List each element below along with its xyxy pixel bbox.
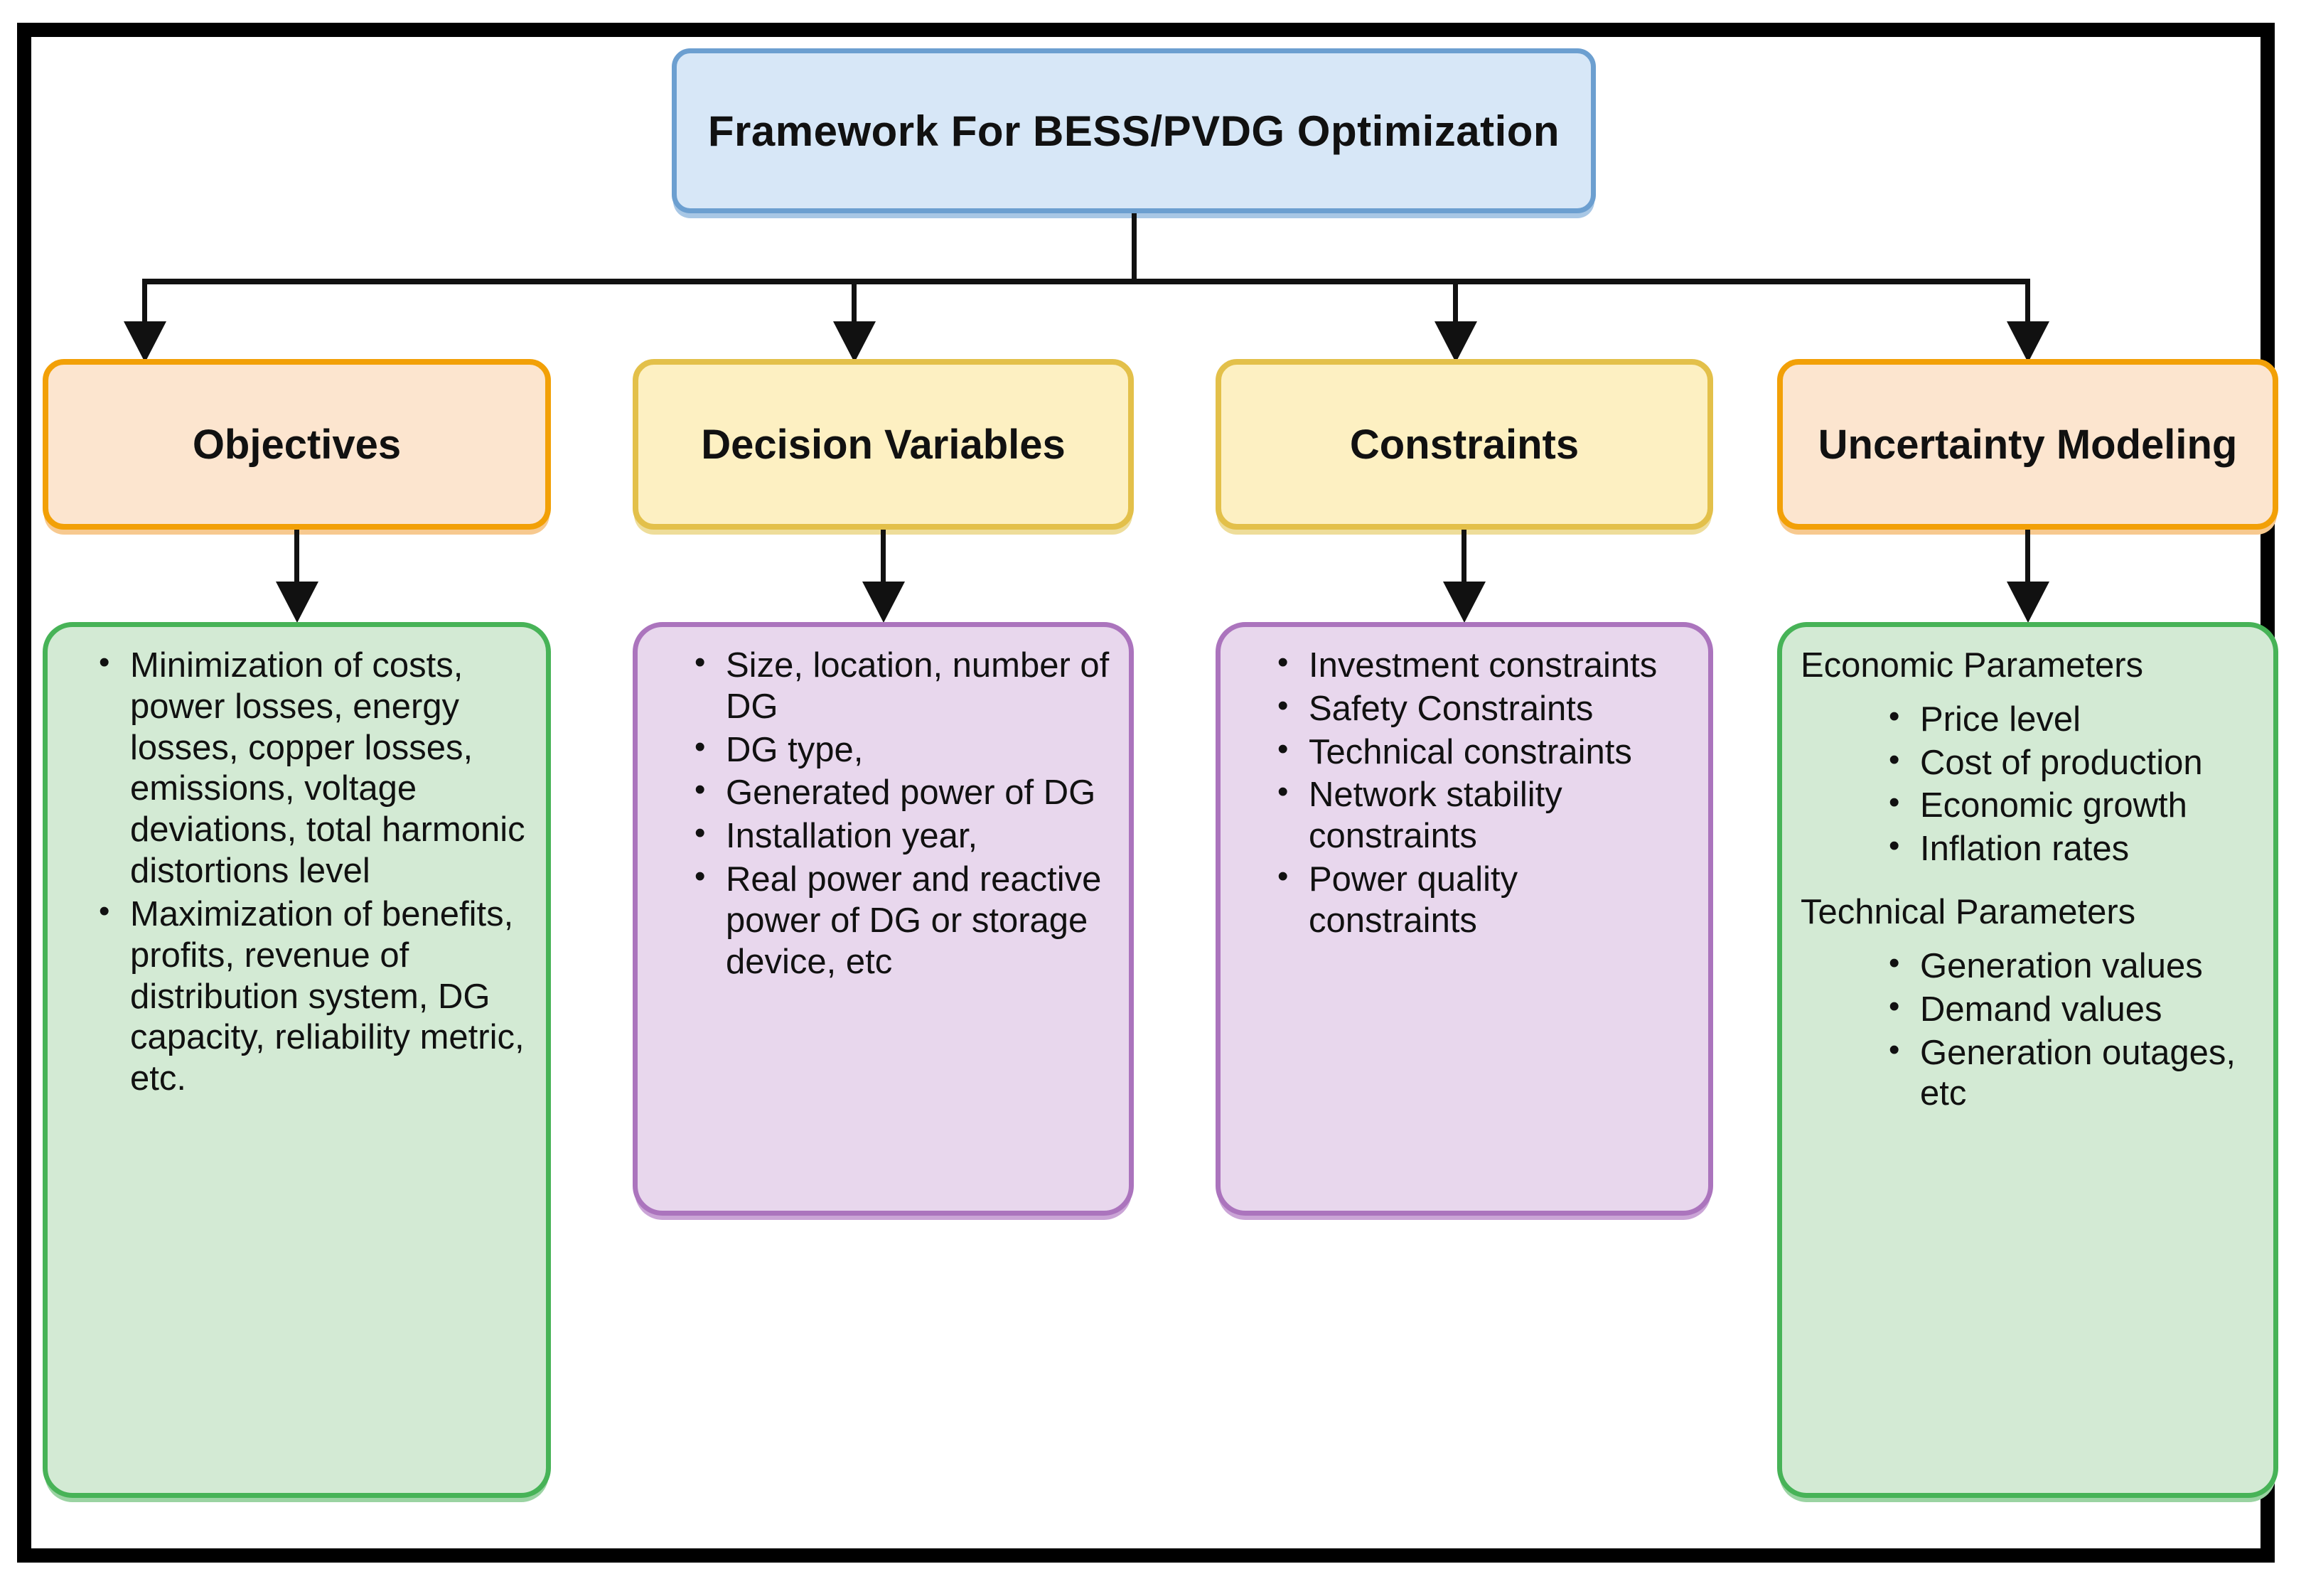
branch-arrow-2 [1434,321,1477,363]
section-spacer [1799,872,2256,892]
list-item: Investment constraints [1277,644,1691,687]
branch-line-2 [1453,279,1458,350]
bullet-list-3a: Price level Cost of production Economic … [1799,698,2256,870]
trunk-connector [1132,213,1137,282]
category-label-1: Decision Variables [701,421,1066,468]
bus-connector [142,279,1272,284]
detail-arrow-3 [2007,582,2049,623]
branch-arrow-3 [2007,321,2049,363]
list-item: Installation year, [695,815,1112,857]
content-node-uncertainty-modeling: Economic Parameters Price level Cost of … [1777,622,2278,1498]
branch-line-1 [852,279,857,350]
detail-line-2 [1462,530,1466,598]
bullet-list-0: Minimization of costs, power losses, ene… [65,644,529,1100]
list-item: Generated power of DG [695,771,1112,814]
category-node-decision-variables: Decision Variables [633,359,1134,530]
list-item: Maximization of benefits, profits, reven… [99,893,529,1100]
content-node-constraints: Investment constraints Safety Constraint… [1216,622,1713,1216]
list-item: Price level [1889,698,2256,741]
section-heading-economic: Economic Parameters [1801,646,2144,685]
list-item: Real power and reactive power of DG or s… [695,858,1112,982]
section-heading-technical: Technical Parameters [1801,893,2136,932]
bus-connector-right [1130,279,2027,284]
list-item: Minimization of costs, power losses, ene… [99,644,529,892]
detail-line-1 [881,530,886,598]
detail-line-3 [2025,530,2030,598]
detail-arrow-0 [276,582,318,623]
content-inner-2: Investment constraints Safety Constraint… [1238,644,1691,944]
list-item: Economic growth [1889,784,2256,827]
content-inner-0: Minimization of costs, power losses, ene… [65,644,529,1102]
content-inner-1: Size, location, number of DG DG type, Ge… [655,644,1112,985]
list-item: Generation outages, etc [1889,1032,2256,1115]
branch-arrow-0 [124,321,166,363]
title-node-label: Framework For BESS/PVDG Optimization [707,107,1560,155]
detail-line-0 [294,530,299,598]
branch-line-0 [142,279,147,350]
category-label-3: Uncertainty Modeling [1818,421,2238,468]
detail-arrow-1 [862,582,905,623]
list-item: DG type, [695,729,1112,771]
branch-line-3 [2025,279,2030,350]
list-item: Inflation rates [1889,828,2256,870]
category-node-uncertainty-modeling: Uncertainty Modeling [1777,359,2278,530]
content-node-decision-variables: Size, location, number of DG DG type, Ge… [633,622,1134,1216]
category-node-objectives: Objectives [43,359,551,530]
list-item: Technical constraints [1277,731,1691,773]
category-node-constraints: Constraints [1216,359,1713,530]
list-item: Demand values [1889,988,2256,1031]
list-item: Safety Constraints [1277,687,1691,730]
list-item: Power quality constraints [1277,858,1691,942]
title-node: Framework For BESS/PVDG Optimization [672,48,1596,213]
bullet-list-3b: Generation values Demand values Generati… [1799,945,2256,1115]
detail-arrow-2 [1443,582,1486,623]
bullet-list-1: Size, location, number of DG DG type, Ge… [655,644,1112,983]
content-node-objectives: Minimization of costs, power losses, ene… [43,622,551,1498]
list-item: Generation values [1889,945,2256,987]
list-item: Size, location, number of DG [695,644,1112,728]
list-item: Network stability constraints [1277,773,1691,857]
category-label-0: Objectives [192,421,402,468]
content-inner-3: Economic Parameters Price level Cost of … [1799,646,2256,1117]
branch-arrow-1 [833,321,876,363]
bullet-list-2: Investment constraints Safety Constraint… [1238,644,1691,942]
list-item: Cost of production [1889,741,2256,784]
category-label-2: Constraints [1349,421,1580,468]
